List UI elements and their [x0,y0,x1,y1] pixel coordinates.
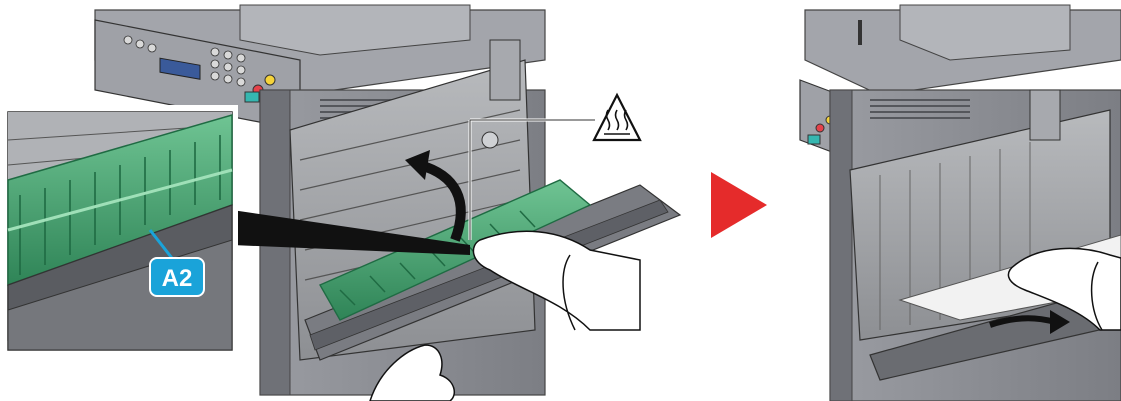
right-printer [800,5,1121,401]
next-step-arrow [711,172,767,238]
callout-a2-label: A2 [162,265,193,292]
zoom-inset: A2 [0,105,238,355]
hot-surface-warning-icon [594,95,640,140]
callout-a2-badge: A2 [150,258,204,296]
